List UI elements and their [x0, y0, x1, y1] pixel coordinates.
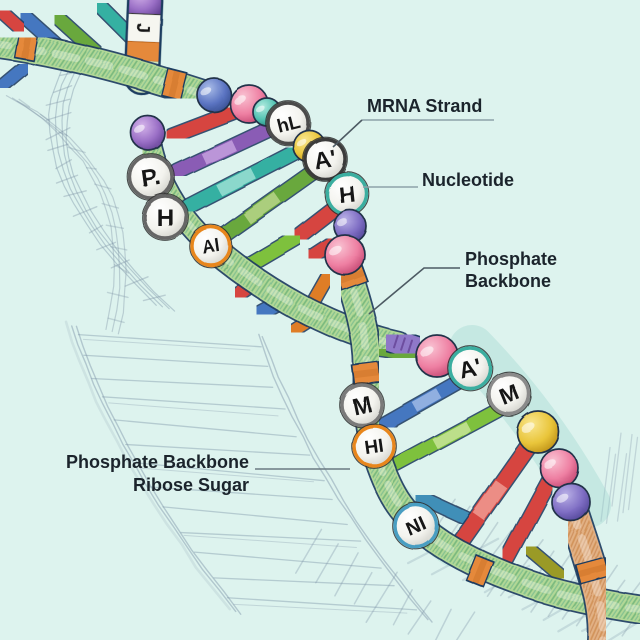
nucleotide-bead-a: A' [302, 136, 348, 182]
nucleotide-bead-a: A' [447, 345, 493, 391]
backbone-bead [516, 410, 560, 454]
nucleotide-bead-ni: NI [392, 502, 440, 550]
nucleotide-bead-m: M [339, 382, 385, 428]
bead-letter: J [133, 23, 153, 33]
leader-mrna-line [332, 119, 363, 148]
label-phosphate-backbone-ribose-1: Phosphate Backbone [66, 452, 249, 472]
label-nucleotide: Nucleotide [422, 170, 514, 190]
label-phosphate-backbone-1: Phosphate [465, 249, 557, 269]
base-pair-rung [289, 197, 347, 246]
base-pair-rung [412, 489, 482, 530]
backbone-sleeve [375, 326, 431, 362]
label-mrna-strand: MRNA Strand [367, 96, 482, 116]
base-pair-rung [385, 402, 505, 474]
nucleotide-bead-hl: hL [265, 100, 311, 146]
label-phosphate-backbone-2: Backbone [465, 271, 551, 291]
base-pair-rung [241, 229, 305, 274]
backbone-bead [196, 77, 232, 113]
base-pair-rung [376, 373, 468, 432]
base-pair-rung [521, 541, 569, 584]
base-pair-rung [449, 434, 540, 555]
base-pair-rung [169, 119, 281, 181]
nucleotide-bead-m: M [486, 371, 532, 417]
bead-letter: P. [140, 163, 163, 192]
base-pair-rung [181, 143, 306, 216]
nucleotide-bead-hi: HI [351, 423, 397, 469]
leader-phosphate-backbone-line [368, 267, 460, 315]
base-pair-rung [163, 101, 249, 145]
backbone-bead [324, 234, 366, 276]
bead-letter: Al [201, 235, 222, 257]
backbone-bead [333, 209, 367, 243]
bead-letter: A' [312, 145, 338, 174]
bead-letter: H [156, 205, 173, 232]
base-pair-rung [0, 58, 34, 94]
backbone-bead [539, 448, 579, 488]
backbone-tube [554, 488, 620, 640]
base-pair-rung [497, 472, 558, 570]
base-pair-rung [0, 4, 30, 38]
bead-letter: H [337, 180, 356, 208]
backbone-bead [130, 115, 166, 151]
nucleotide-bead-al: Al [189, 224, 233, 268]
backbone-tube [0, 28, 218, 110]
label-ribose-sugar: Ribose Sugar [133, 475, 249, 495]
backbone-bead [551, 482, 591, 522]
nucleotide-bead-h: H [141, 193, 189, 241]
bead-letter: HI [363, 436, 385, 459]
base-pair-rung [211, 161, 325, 247]
